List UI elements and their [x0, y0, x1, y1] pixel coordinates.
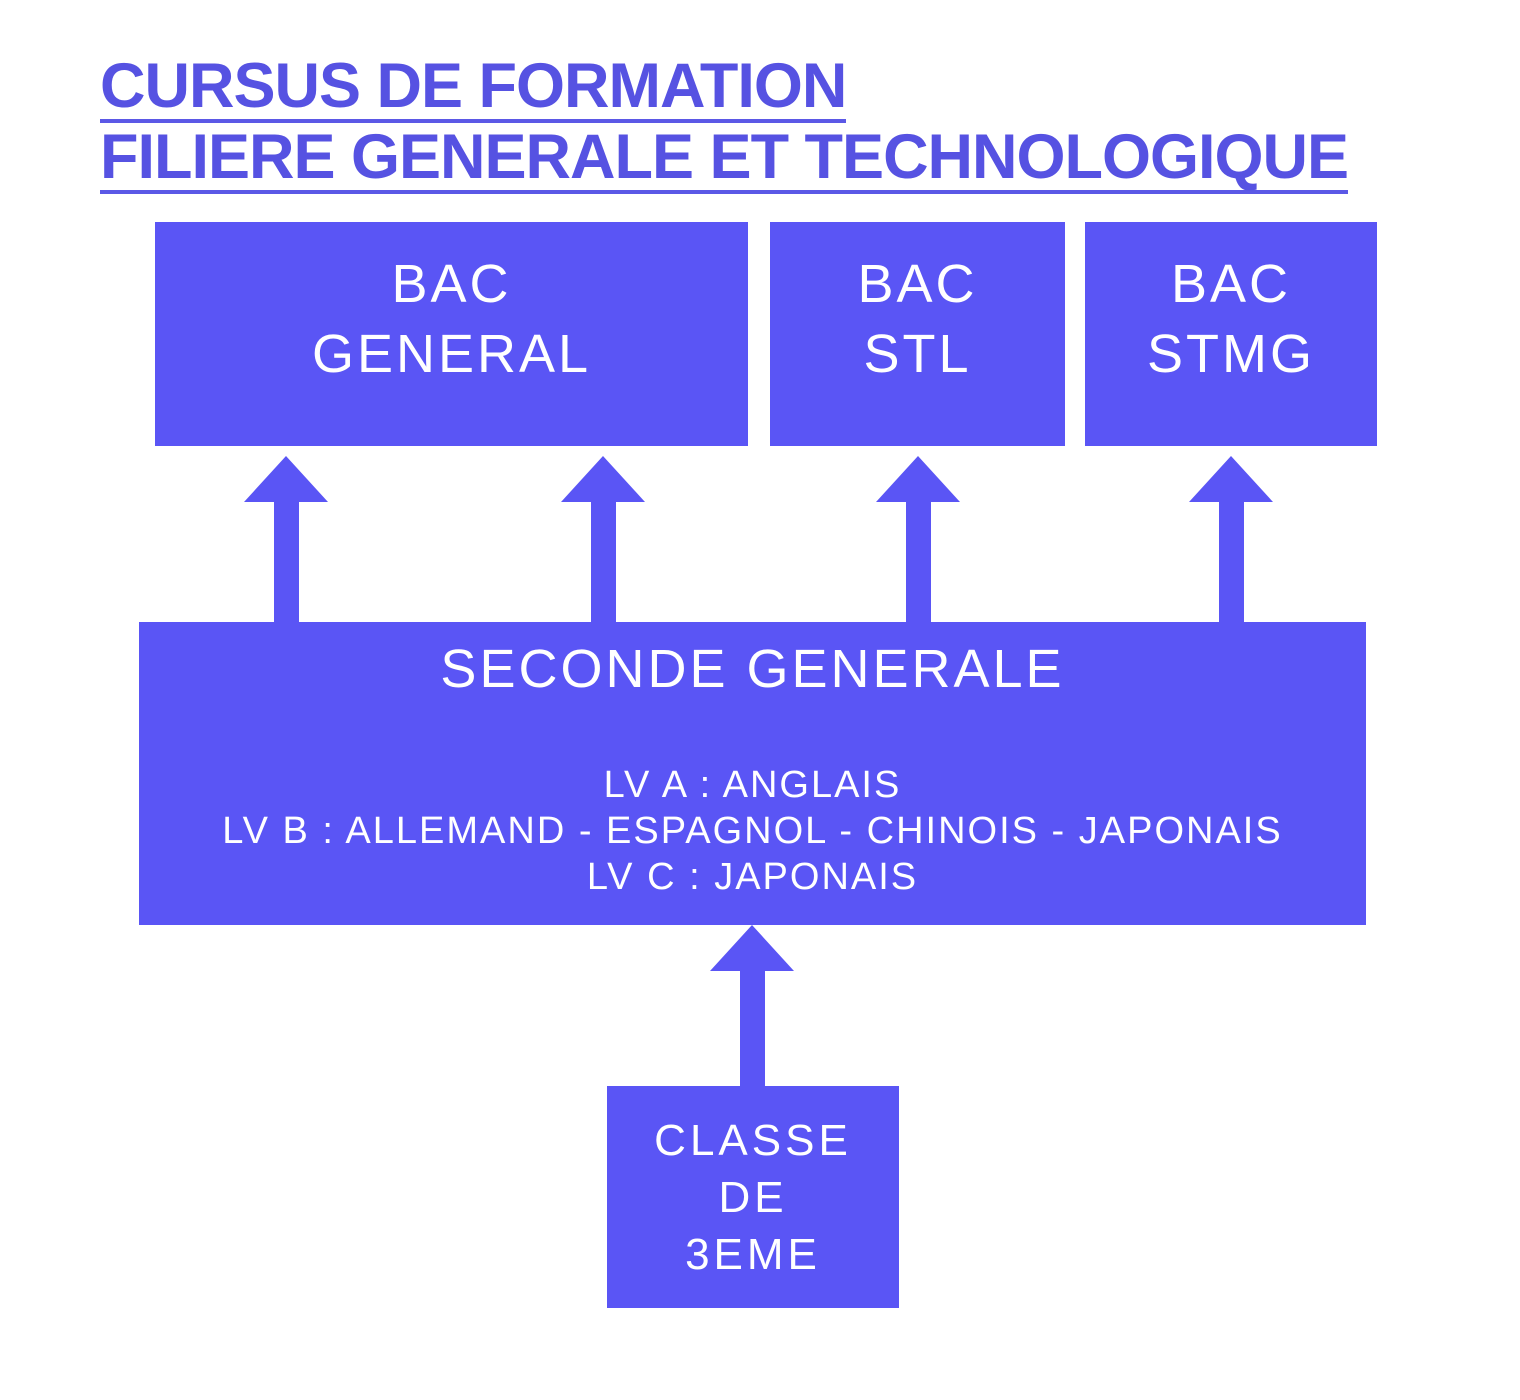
up-arrow-icon-to-bac-general-right: [561, 456, 646, 622]
arrow-head: [561, 456, 645, 502]
up-arrow-icon-to-seconde-generale: [710, 925, 795, 1086]
node-bac-general: BAC GENERAL: [155, 222, 748, 446]
node-bac-general-line-1: BAC: [391, 254, 512, 314]
node-classe-line-2: DE: [718, 1172, 788, 1222]
arrow-shaft: [591, 502, 616, 622]
up-arrow-icon-to-bac-stmg: [1189, 456, 1274, 622]
arrow-head: [1189, 456, 1273, 502]
language-line-lv-b: LV B : ALLEMAND - ESPAGNOL - CHINOIS - J…: [222, 810, 1283, 852]
up-arrow-icon-to-bac-general-left: [244, 456, 329, 622]
node-classe-de-3eme: CLASSE DE 3EME: [607, 1086, 899, 1308]
arrow-head: [244, 456, 328, 502]
node-bac-stmg-line-1: BAC: [1170, 254, 1292, 314]
node-seconde-generale: SECONDE GENERALE LV A : ANGLAIS LV B : A…: [139, 622, 1366, 925]
arrow-head: [876, 456, 960, 502]
arrow-shaft: [1219, 502, 1244, 622]
page-title: CURSUS DE FORMATION FILIERE GENERALE ET …: [100, 51, 1349, 198]
node-bac-stmg: BAC STMG: [1085, 222, 1377, 446]
language-line-lv-c: LV C : JAPONAIS: [586, 856, 919, 898]
node-bac-stl: BAC STL: [770, 222, 1065, 446]
node-seconde-generale-languages: LV A : ANGLAIS LV B : ALLEMAND - ESPAGNO…: [139, 762, 1366, 900]
page-title-line-1: CURSUS DE FORMATION: [100, 51, 847, 123]
node-bac-stmg-line-2: STMG: [1147, 324, 1315, 384]
arrow-shaft: [274, 502, 299, 622]
node-bac-stl-line-2: STL: [863, 324, 972, 384]
node-seconde-generale-title: SECONDE GENERALE: [440, 639, 1065, 699]
arrow-head: [710, 925, 794, 971]
node-bac-stl-line-1: BAC: [857, 254, 978, 314]
node-bac-general-line-2: GENERAL: [311, 324, 592, 384]
arrow-shaft: [906, 502, 931, 622]
node-classe-line-3: 3EME: [685, 1229, 821, 1279]
node-classe-line-1: CLASSE: [654, 1115, 852, 1165]
language-line-lv-a: LV A : ANGLAIS: [603, 764, 902, 806]
arrow-shaft: [740, 971, 765, 1086]
page-title-line-2: FILIERE GENERALE ET TECHNOLOGIQUE: [100, 122, 1349, 194]
up-arrow-icon-to-bac-stl: [876, 456, 961, 622]
